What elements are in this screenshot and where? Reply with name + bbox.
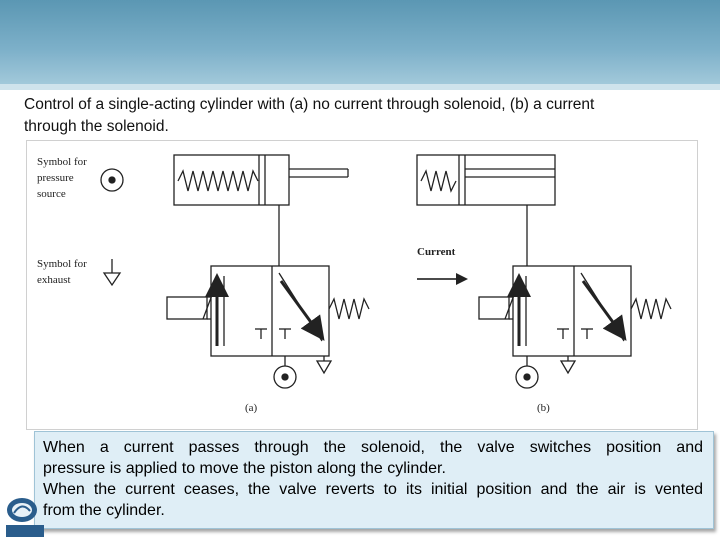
figure-caption: Control of a single-acting cylinder with… bbox=[24, 94, 704, 138]
cylinder-a bbox=[173, 154, 349, 266]
usmap-logo bbox=[6, 498, 44, 537]
exhaust-label-2: exhaust bbox=[37, 274, 71, 286]
pressure-label-3: source bbox=[37, 188, 66, 200]
note-line-4: from the cylinder. bbox=[43, 502, 165, 519]
note-line-3: When the current ceases, the valve rever… bbox=[43, 481, 703, 498]
cylinder-b bbox=[416, 154, 556, 266]
header-band bbox=[0, 0, 720, 90]
current-label: Current bbox=[417, 246, 456, 258]
exhaust-label-1: Symbol for bbox=[37, 258, 87, 270]
flow-arrow-b-diag bbox=[581, 280, 627, 341]
pressure-label-2: pressure bbox=[37, 172, 74, 184]
valve-a bbox=[166, 265, 370, 389]
cylinder-diagram: Symbol for pressure source Symbol for ex… bbox=[37, 154, 672, 414]
panel-b-label: (b) bbox=[537, 402, 550, 414]
caption-line-1: Control of a single-acting cylinder with… bbox=[24, 96, 595, 113]
note-line-1: When a current passes through the soleno… bbox=[43, 439, 703, 456]
explanation-note: When a current passes through the soleno… bbox=[34, 431, 714, 529]
figure-panel: Symbol for pressure source Symbol for ex… bbox=[26, 140, 698, 430]
pressure-label-1: Symbol for bbox=[37, 156, 87, 168]
panel-a-label: (a) bbox=[245, 402, 258, 414]
flow-arrow-a-diag bbox=[279, 280, 325, 341]
note-line-2: pressure is applied to move the piston a… bbox=[43, 460, 446, 477]
caption-line-2: through the solenoid. bbox=[24, 118, 169, 135]
exhaust-symbol bbox=[102, 259, 122, 287]
pressure-source-symbol bbox=[100, 168, 124, 192]
valve-b bbox=[417, 265, 672, 389]
